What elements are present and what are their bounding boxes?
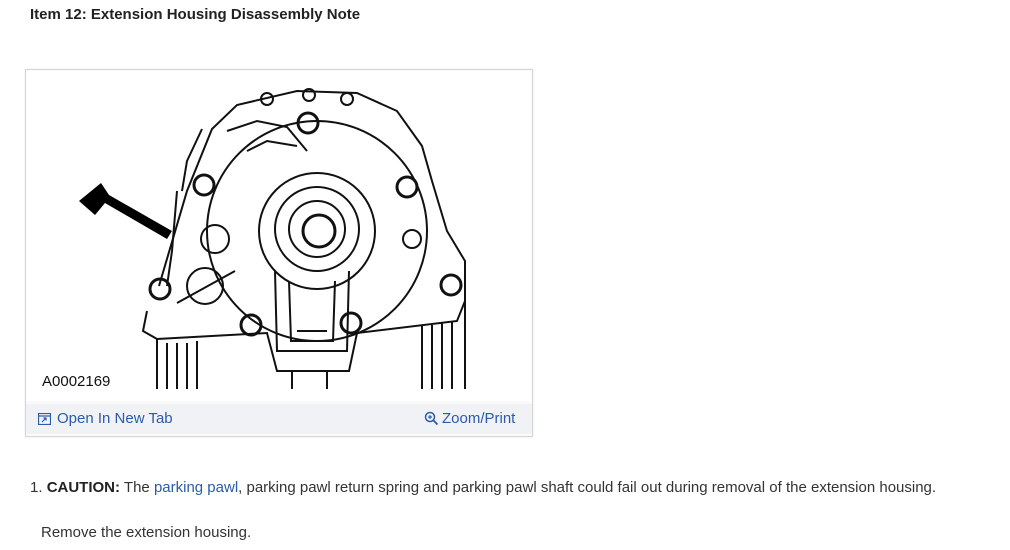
caution-label: CAUTION: — [46, 479, 121, 496]
figure-id-label: A0002169 — [42, 373, 111, 390]
zoom-print-label[interactable]: Zoom/Print — [442, 410, 516, 427]
extension-housing-illustration — [27, 71, 531, 401]
parking-pawl-link[interactable]: parking pawl — [153, 479, 239, 496]
step-1-number: 1. — [30, 479, 43, 496]
step-2-text: Remove the extension housing. — [41, 524, 252, 541]
step-1-text-b: , parking pawl return spring and parking… — [238, 479, 937, 496]
step-1: 1. CAUTION: The parking pawl, parking pa… — [30, 479, 936, 496]
open-in-new-tab-link[interactable]: Open In New Tab — [38, 410, 173, 427]
zoom-print-link[interactable]: Zoom/Print — [424, 410, 515, 427]
figure-frame — [25, 69, 533, 437]
pointer-arrow — [79, 183, 172, 239]
step-1-text-a: The — [120, 479, 154, 496]
magnifier-icon — [424, 411, 439, 426]
page-title: Item 12: Extension Housing Disassembly N… — [30, 6, 361, 23]
external-window-icon — [38, 412, 51, 425]
open-in-new-tab-label[interactable]: Open In New Tab — [57, 410, 173, 427]
figure-toolbar — [26, 404, 532, 434]
